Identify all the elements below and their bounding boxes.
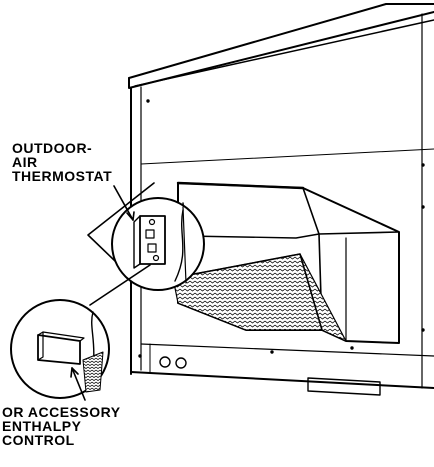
enthalpy-leader	[71, 367, 86, 401]
hood-top-lip	[176, 181, 305, 190]
unit-base-top	[140, 343, 434, 357]
base-opening-right	[175, 357, 187, 369]
screw	[421, 328, 425, 332]
screw	[350, 346, 354, 350]
callout-line: CONTROL	[2, 432, 75, 448]
filter-frame	[172, 253, 323, 331]
unit-roof	[128, 3, 434, 79]
callout-line: OR ACCESSORY	[2, 404, 121, 420]
unit-upper-panel-line	[140, 148, 434, 165]
enthalpy-screen	[82, 351, 104, 393]
enthalpy-leader-arrow	[70, 367, 79, 378]
thermostat-screw	[148, 218, 156, 226]
callout-line: AIR	[12, 154, 38, 170]
screw	[421, 163, 425, 167]
screw	[270, 350, 274, 354]
callout-line: THERMOSTAT	[12, 168, 113, 184]
callout-line: OUTDOOR-	[12, 140, 93, 156]
thermostat-balloon	[111, 197, 205, 291]
thermostat-terminal	[145, 229, 155, 239]
thermostat-screw	[152, 254, 160, 262]
outdoor-air-thermostat-label: OUTDOOR- AIR THERMOSTAT	[12, 141, 112, 183]
thermostat-body	[139, 215, 166, 265]
enthalpy-control-side	[37, 331, 44, 361]
screw	[146, 99, 150, 103]
base-opening-left	[159, 356, 171, 368]
screw	[138, 354, 142, 358]
base-access-panel	[307, 377, 381, 396]
unit-base-line	[130, 371, 434, 389]
thermostat-terminal	[147, 243, 157, 253]
screw	[421, 205, 425, 209]
enthalpy-control-flange	[37, 331, 85, 342]
enthalpy-control-label: OR ACCESSORY ENTHALPY CONTROL	[2, 405, 121, 447]
enthalpy-control-body	[37, 334, 81, 365]
unit-roof-rail	[134, 19, 434, 87]
enthalpy-pointer	[89, 264, 151, 306]
balloon-hood-edge	[174, 209, 184, 282]
thermostat-leader	[113, 185, 134, 221]
unit-roof-edge	[128, 11, 434, 89]
balloon-wall	[182, 206, 187, 284]
thermostat-mount	[133, 215, 141, 269]
callout-line: ENTHALPY	[2, 418, 82, 434]
thermostat-leader-arrow	[126, 211, 135, 221]
